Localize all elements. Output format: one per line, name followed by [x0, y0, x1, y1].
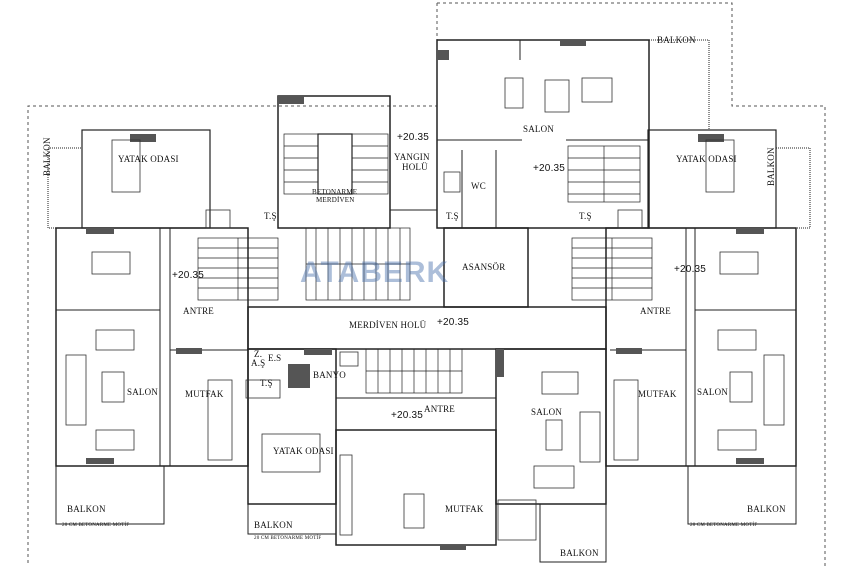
elevation-marker: +20.35	[437, 317, 470, 328]
top-stair-core	[277, 95, 391, 229]
balcony-label-top-right: BALKON	[657, 35, 696, 45]
elevation-marker: +20.35	[172, 270, 205, 281]
motif-note-right: 20 CM BETONARME MOTİF	[690, 523, 758, 528]
stair-bottom	[365, 348, 463, 394]
ts-label-top-mid: T.Ş	[446, 211, 459, 221]
antre-label-left: ANTRE	[183, 306, 214, 316]
elevation-marker: +20.35	[674, 264, 707, 275]
wc-label: WC	[471, 181, 486, 191]
asansor-label: ASANSÖR	[462, 262, 506, 272]
balcony-top-right	[648, 39, 710, 131]
betonarme-merdiven-label-2: MERDİVEN	[316, 196, 355, 204]
stair-center	[305, 227, 411, 301]
mutfak-label-bottom: MUTFAK	[445, 504, 484, 514]
balcony-label-right-top: BALKON	[766, 147, 776, 186]
antre-label-right: ANTRE	[640, 306, 671, 316]
top-apartment	[436, 39, 650, 229]
balcony-label-bottom-right: BALKON	[747, 504, 786, 514]
salon-label-right: SALON	[697, 387, 729, 397]
balcony-label-bottom-center: BALKON	[560, 548, 599, 558]
balcony-right-top	[775, 147, 811, 229]
furniture	[65, 77, 785, 541]
betonarme-merdiven-label: BETONARME	[312, 188, 358, 196]
motif-note-bottom: 20 CM BETONARME MOTİF	[254, 536, 322, 541]
yangin-holu-label: YANGIN	[394, 152, 430, 162]
ts-label-top-right: T.Ş	[579, 211, 592, 221]
right-bedroom-box	[647, 129, 777, 229]
balcony-bottom-center	[539, 503, 607, 563]
mutfak-label-right: MUTFAK	[638, 389, 677, 399]
salon-label-left: SALON	[127, 387, 159, 397]
stair-top	[283, 133, 389, 195]
property-boundary	[27, 2, 826, 566]
balcony-label-bottom-left: BALKON	[67, 504, 106, 514]
brand-watermark: ATABERK	[300, 256, 450, 289]
ts-label-mid: T.Ş	[260, 378, 273, 388]
ts-label-top-left: T.Ş	[264, 211, 277, 221]
balcony-bottom-left	[55, 465, 165, 525]
column-markers	[86, 40, 764, 550]
stair-left	[197, 237, 279, 301]
balcony-label-bottom-mid: BALKON	[254, 520, 293, 530]
elevation-marker: +20.35	[397, 132, 430, 143]
z-as-label-2: A.Ş	[251, 358, 266, 368]
z-as-label: Z.	[254, 349, 263, 359]
merdiven-holu-label: MERDİVEN HOLÜ	[349, 320, 427, 330]
salon-label-bottom: SALON	[531, 407, 563, 417]
yatak-odasi-label-bottom: YATAK ODASI	[273, 446, 334, 456]
motif-note-left: 20 CM BETONARME MOTİF	[62, 523, 130, 528]
banyo-label: BANYO	[313, 370, 347, 380]
elevation-marker: +20.35	[391, 410, 424, 421]
balcony-left-top	[47, 147, 83, 229]
left-bedroom-box	[81, 129, 211, 229]
yatak-odasi-label-left: YATAK ODASI	[118, 154, 179, 164]
core-block	[247, 306, 607, 350]
yangin-holu-label-2: HOLÜ	[402, 162, 428, 172]
elevation-marker: +20.35	[533, 163, 566, 174]
stair-top-right	[567, 145, 641, 203]
antre-label-bottom: ANTRE	[424, 404, 455, 414]
mutfak-label-left: MUTFAK	[185, 389, 224, 399]
yatak-odasi-label-right: YATAK ODASI	[676, 154, 737, 164]
salon-label-top: SALON	[523, 124, 555, 134]
balcony-bottom-right	[687, 465, 797, 525]
es-label: E.S	[268, 353, 282, 363]
balcony-label-left-top: BALKON	[42, 137, 52, 176]
elevator-shaft	[443, 227, 529, 308]
stair-right	[571, 237, 653, 301]
left-apartment	[55, 227, 249, 467]
